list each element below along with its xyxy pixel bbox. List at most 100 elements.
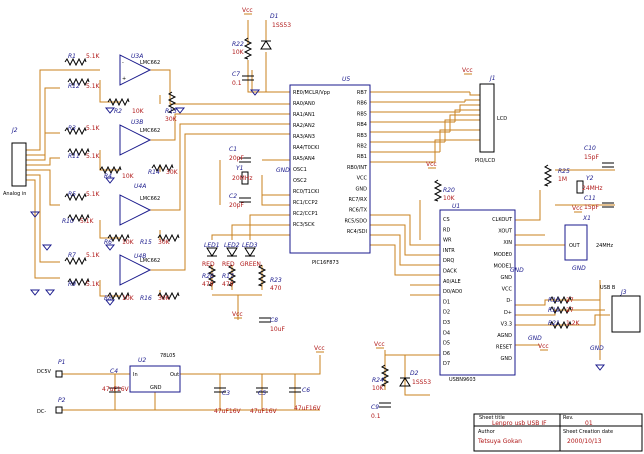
- capacitor-ref: C4: [110, 368, 118, 375]
- u1-pin-label: XIN: [503, 240, 512, 246]
- u5-pin-label: RC4/SDI: [347, 229, 367, 235]
- u1-pin-label: AGND: [497, 333, 512, 339]
- connector-p2: P2 DC-: [37, 397, 66, 415]
- u5-pic16f873: U5 PIC16F873 RE0/MCLR/VppRA0/AN0RA1/AN1R…: [289, 76, 371, 266]
- resistor-ref: R13: [165, 108, 177, 115]
- u5-pin-label: RB7: [357, 90, 367, 96]
- vcc-symbol: Vcc: [232, 311, 243, 319]
- svg-text:Author: Author: [478, 429, 496, 435]
- resistor-ref: R10: [62, 218, 74, 225]
- gnd-label: GND: [590, 345, 604, 352]
- resistor-value: 470: [270, 285, 282, 292]
- u1-pin-label: GND: [501, 275, 513, 281]
- capacitor-ref: C5: [258, 390, 266, 397]
- u1-pin-label: V3.3: [501, 321, 512, 327]
- vcc-symbol: Vcc: [426, 161, 437, 169]
- ground-symbol: [41, 244, 53, 251]
- vcc-symbol: Vcc: [538, 343, 549, 351]
- svg-text:U4B: U4B: [134, 253, 146, 260]
- vcc-symbol: Vcc: [572, 205, 583, 213]
- crystal-value: 20MHz: [232, 175, 252, 182]
- vcc-label: Vcc: [314, 345, 325, 352]
- svg-text:LMC662: LMC662: [140, 258, 160, 264]
- capacitor-c5: C5 47uF16V: [250, 387, 278, 415]
- capacitor-ref: C11: [584, 195, 596, 202]
- resistor-value: 5.1K: [80, 218, 95, 225]
- svg-text:J1: J1: [489, 75, 496, 82]
- connector-j3: J3 USB B: [600, 285, 641, 333]
- u1-pin-label: GND: [501, 356, 513, 362]
- capacitor-value: 10uF: [270, 326, 285, 333]
- u1-pin-label: D1: [443, 299, 450, 305]
- u5-pin-label: RC3/SCK: [293, 222, 315, 228]
- resistor-ref: R23: [270, 277, 282, 284]
- u5-pin-label: RE0/MCLR/Vpp: [293, 90, 330, 96]
- resistor-value: 10K: [372, 385, 385, 392]
- resistor-ref: R26: [202, 273, 214, 280]
- u5-pin-label: VCC: [357, 176, 368, 182]
- resistor-value: 30K: [158, 295, 171, 302]
- opamp-u3a: U3A LMC662 -+: [119, 53, 160, 86]
- resistor-ref: R22: [232, 41, 244, 48]
- svg-text:J2: J2: [11, 127, 18, 134]
- led-ref: LED2: [224, 242, 240, 249]
- capacitor-value: 47uF16V: [250, 408, 278, 415]
- svg-text:-: -: [122, 60, 124, 66]
- svg-text:P1: P1: [58, 359, 65, 366]
- opamp-u4a: U4A LMC662: [119, 183, 160, 226]
- svg-text:U4A: U4A: [134, 183, 146, 190]
- resistor-ref: R15: [140, 239, 152, 246]
- svg-text:Sheet Creation date: Sheet Creation date: [563, 429, 613, 435]
- resistor-r10: R10 5.1K: [62, 213, 95, 225]
- capacitor-ref: C6: [302, 387, 310, 394]
- u1-pin-label: INTR: [443, 248, 455, 254]
- svg-text:In: In: [133, 372, 138, 378]
- resistor-value: 10K: [443, 195, 456, 202]
- u5-pin-label: RC0/T1CKI: [293, 189, 319, 195]
- svg-text:Out: Out: [170, 372, 179, 378]
- connector-j1: J1 LCD PIO/LCD: [475, 75, 507, 164]
- u5-pin-label: RB2: [357, 144, 367, 150]
- u5-pin-label: RA5/AN4: [293, 156, 315, 162]
- resistor-ref: R14: [148, 169, 160, 176]
- ground-symbol: [104, 244, 116, 251]
- svg-text:U3A: U3A: [131, 53, 143, 60]
- resistor-value: 1.2K: [566, 320, 581, 327]
- resistor-value: 30K: [165, 116, 178, 123]
- vcc-label: Vcc: [242, 7, 253, 14]
- svg-text:Rev.: Rev.: [563, 415, 574, 421]
- ground-symbol: [29, 211, 41, 218]
- resistor-value: 470: [202, 281, 214, 288]
- crystal-value: 24MHz: [582, 185, 602, 192]
- vcc-label: Vcc: [572, 205, 583, 212]
- resistor-ref: R8: [104, 295, 112, 302]
- u1-pin-label: A0/ALE: [443, 279, 461, 285]
- u5-pin-label: OSC2: [293, 178, 307, 184]
- resistor-ref: R25: [558, 168, 570, 175]
- u5-pin-label: RB6: [357, 101, 367, 107]
- capacitor-ref: C10: [584, 145, 596, 152]
- svg-text:01: 01: [585, 420, 593, 427]
- svg-text:U3B: U3B: [131, 119, 143, 126]
- vcc-label: Vcc: [538, 343, 549, 350]
- svg-text:DC-: DC-: [37, 409, 46, 415]
